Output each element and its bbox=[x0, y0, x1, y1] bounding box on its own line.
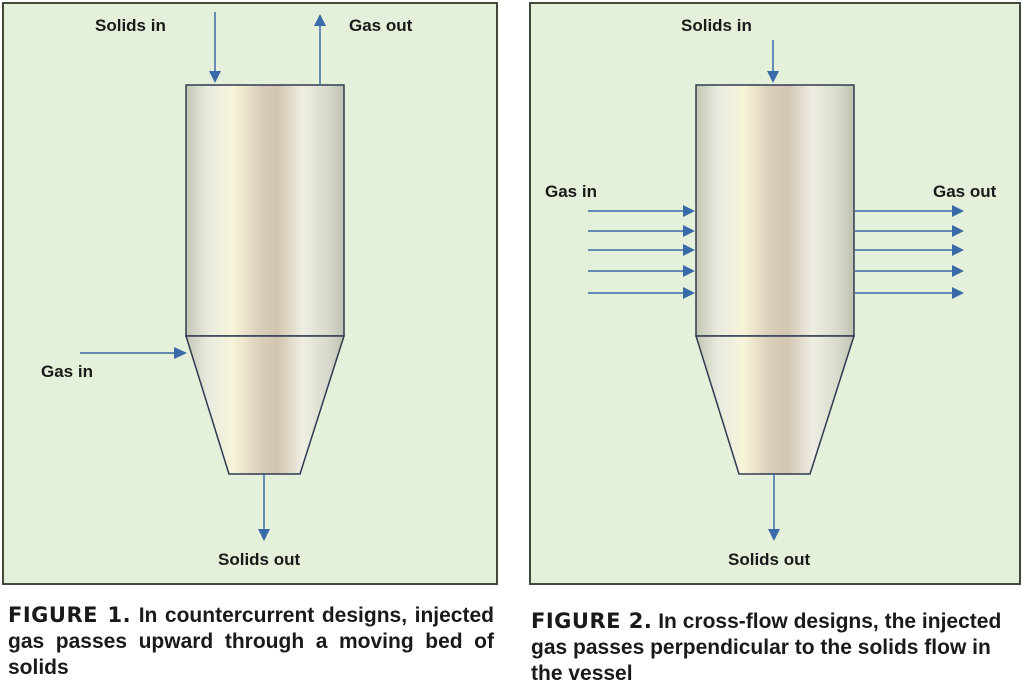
figure1-caption: FIGURE 1. In countercurrent designs, inj… bbox=[8, 602, 494, 681]
figure1-solids-in-arrow bbox=[209, 12, 221, 83]
figure2-gas-out-arrow bbox=[855, 287, 964, 299]
figure1-gas-out-label: Gas out bbox=[349, 16, 413, 35]
figure1-caption-text: In countercurrent designs, injected gas … bbox=[8, 604, 494, 679]
figure2-solids-out-label: Solids out bbox=[728, 550, 811, 569]
figure2-gas-in-arrow bbox=[588, 205, 695, 217]
figure2-solids-out-arrow bbox=[768, 474, 780, 541]
figure2-vessel bbox=[694, 84, 856, 475]
figure2-gas-out-arrow bbox=[855, 244, 964, 256]
figure2-caption: FIGURE 2. In cross-flow designs, the inj… bbox=[531, 608, 1017, 687]
figure1-gas-in-label: Gas in bbox=[41, 362, 93, 381]
figure2-gas-out-arrow bbox=[855, 225, 964, 237]
figure2-gas-in-arrow bbox=[588, 244, 695, 256]
figure1-solids-out-arrow bbox=[258, 474, 270, 541]
figure1-gas-out-arrow bbox=[314, 14, 326, 84]
figure1-solids-out-label: Solids out bbox=[218, 550, 301, 569]
figure2-gas-in-label: Gas in bbox=[545, 182, 597, 201]
figure2-caption-number: FIGURE 2. bbox=[531, 609, 653, 633]
figure2-gas-out-arrow bbox=[855, 265, 964, 277]
figure1-vessel-body bbox=[185, 84, 345, 337]
figure1-solids-in-label: Solids in bbox=[95, 16, 166, 35]
figure2-gas-out-arrow bbox=[855, 205, 964, 217]
figure1-caption-number: FIGURE 1. bbox=[8, 603, 132, 627]
figure2-solids-in-label: Solids in bbox=[681, 16, 752, 35]
figure1-vessel-cone bbox=[184, 335, 346, 475]
figure2-vessel-body bbox=[695, 84, 855, 337]
figure2-gas-out-label: Gas out bbox=[933, 182, 997, 201]
figure2-gas-out-arrows bbox=[855, 205, 964, 299]
figure1-vessel bbox=[184, 84, 346, 475]
figure2-solids-in-arrow bbox=[767, 40, 779, 83]
figure1-gas-in-arrow bbox=[80, 347, 187, 359]
figure2-caption-text: In cross-flow designs, the injected gas … bbox=[531, 610, 1002, 685]
figure2-gas-in-arrow bbox=[588, 225, 695, 237]
figure2-gas-in-arrow bbox=[588, 265, 695, 277]
figure2-gas-in-arrows bbox=[588, 205, 695, 299]
figure2-vessel-cone bbox=[694, 335, 856, 475]
figure2-gas-in-arrow bbox=[588, 287, 695, 299]
